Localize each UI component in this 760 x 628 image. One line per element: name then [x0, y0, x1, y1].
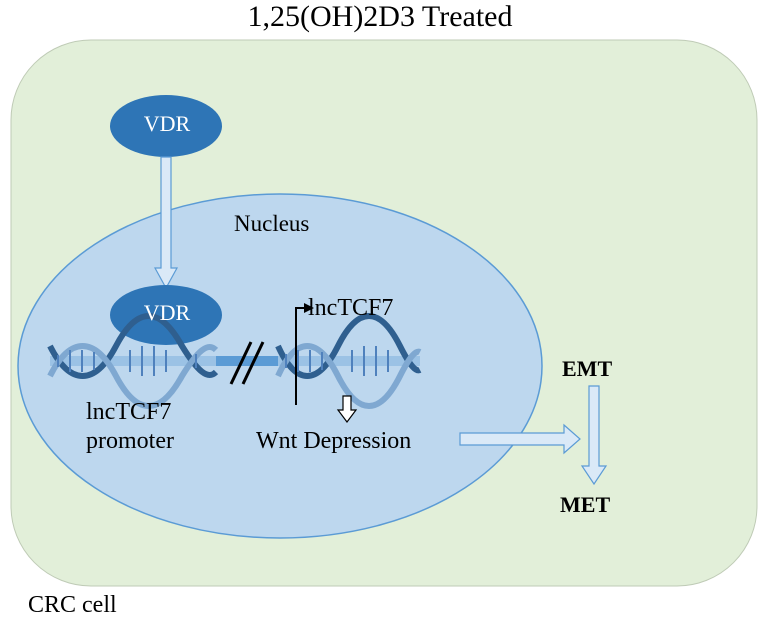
- vdr-nuclear: [110, 285, 222, 345]
- emt-to-met-arrow: [580, 385, 608, 486]
- met-label: MET: [560, 492, 611, 517]
- break-marks: [229, 341, 265, 385]
- promoter-label: lncTCF7 promoter: [86, 399, 174, 454]
- wnt-arrow: [336, 395, 358, 423]
- wnt-depression-label: Wnt Depression: [256, 428, 412, 454]
- cell-label: CRC cell: [28, 592, 117, 618]
- tss-arrow: [295, 303, 314, 405]
- dna-linker: [216, 356, 278, 366]
- diagram-title: 1,25(OH)2D3 Treated: [247, 0, 513, 33]
- wnt-to-emt-arrow: [459, 423, 581, 455]
- vdr-nuclear-label: VDR: [143, 300, 191, 325]
- vdr-cytoplasm: [110, 95, 222, 157]
- vdr-cytoplasm-label: VDR: [143, 111, 191, 136]
- dna-helix-right: [275, 313, 422, 409]
- emt-label: EMT: [562, 356, 613, 381]
- dna-helix-left: [47, 313, 219, 409]
- vdr-translocation-arrow: [153, 156, 179, 290]
- nucleus-label: Nucleus: [234, 211, 310, 236]
- tss-label: lncTCF7: [308, 295, 394, 321]
